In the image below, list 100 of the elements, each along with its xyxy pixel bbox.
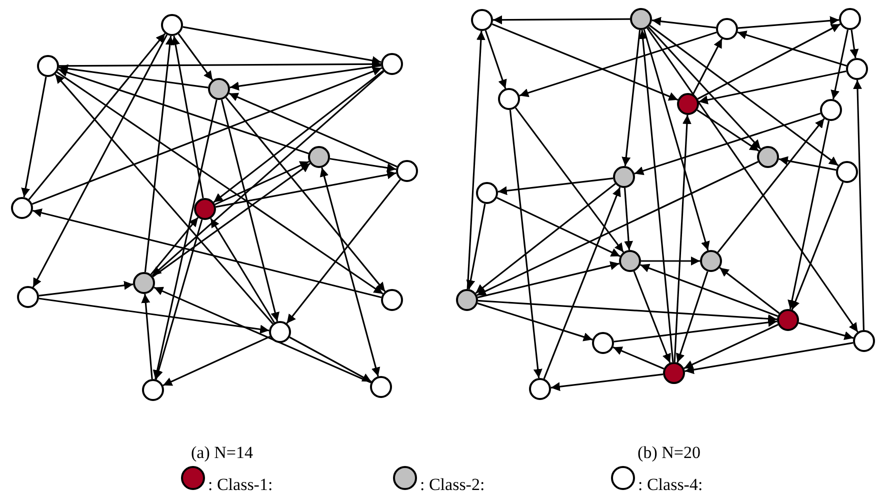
graph-node (716, 18, 738, 40)
arrow (850, 30, 859, 58)
arrow (737, 30, 847, 67)
arrow (798, 322, 854, 340)
arrow (210, 218, 275, 324)
arrow (496, 197, 620, 257)
arrow (182, 26, 382, 65)
graph-node (381, 289, 403, 311)
arrow (696, 109, 760, 152)
graph-node (194, 198, 216, 220)
legend-label: : Class-2: (420, 476, 485, 493)
arrow (478, 300, 778, 324)
arrow (648, 26, 762, 150)
graph-node (592, 332, 614, 354)
arrow (719, 267, 780, 314)
arrow (330, 158, 396, 172)
arrow (230, 64, 382, 91)
arrow (697, 23, 841, 100)
arrow (612, 346, 664, 370)
arrow (58, 64, 208, 88)
arrow (853, 80, 865, 330)
arrow (543, 186, 621, 380)
arrow (144, 36, 174, 272)
arrow (216, 170, 396, 208)
graph-node (529, 378, 551, 400)
graph-node (663, 362, 685, 384)
arrow (475, 183, 616, 294)
graph-node (777, 309, 799, 331)
arrow (738, 16, 840, 29)
arrow (152, 70, 384, 276)
arrow (320, 167, 380, 377)
graph-node (613, 166, 635, 188)
graph-node (677, 93, 699, 115)
graph-node (630, 8, 652, 30)
graph-node (370, 376, 392, 398)
arrow (213, 70, 384, 203)
arrow (154, 219, 203, 380)
graph-node (839, 8, 861, 30)
graph-node (381, 53, 403, 75)
arrow (492, 23, 678, 101)
graph-node (846, 58, 868, 80)
subfigure-caption: (a) N=14 (191, 444, 253, 461)
arrow (638, 30, 674, 362)
arrow (152, 162, 311, 278)
graph-node (619, 250, 641, 272)
arrow (152, 100, 218, 380)
arrow (38, 280, 134, 296)
arrow (54, 74, 274, 324)
arrow (32, 208, 382, 298)
arrow (214, 160, 310, 206)
arrow (154, 286, 372, 384)
arrow (171, 36, 204, 198)
arrow (614, 318, 778, 342)
arrow (640, 264, 778, 317)
arrow (791, 182, 844, 310)
arrow (778, 156, 836, 171)
graph-node (836, 161, 858, 183)
arrow (633, 270, 671, 364)
arrow (830, 30, 849, 100)
graph-node (161, 14, 183, 36)
arrow (178, 33, 214, 81)
graph-node (471, 9, 493, 31)
arrow (466, 204, 486, 290)
arrow (477, 302, 593, 342)
arrow (59, 60, 381, 69)
arrow (493, 15, 630, 24)
arrow (652, 16, 716, 29)
graph-node (476, 182, 498, 204)
arrow (634, 112, 821, 176)
arrow (641, 256, 700, 266)
arrow (476, 161, 758, 296)
arrow (32, 34, 168, 288)
legend-label: : Class-4: (638, 476, 703, 493)
legend-label: : Class-1: (208, 476, 273, 493)
graph-node (820, 99, 842, 121)
arrow (56, 72, 384, 294)
graph-node (17, 286, 39, 308)
arrow (788, 120, 830, 310)
arrow (498, 177, 614, 196)
graph-node (142, 379, 164, 401)
arrow (484, 30, 507, 89)
arrow (519, 32, 717, 98)
graph-node (456, 289, 478, 311)
arrow (32, 67, 382, 205)
graph-node (757, 146, 779, 168)
graph-node (498, 88, 520, 110)
arrow (622, 30, 641, 166)
graph-node (396, 160, 418, 182)
arrow (643, 29, 710, 251)
arrow (649, 24, 839, 166)
arrow (550, 374, 664, 392)
graph-node (208, 78, 230, 100)
arrow (466, 30, 486, 290)
arrow (717, 118, 825, 253)
graph-node (269, 321, 291, 343)
arrow (141, 294, 153, 380)
arrow (58, 68, 309, 154)
arrow (624, 188, 634, 250)
arrow (286, 179, 401, 324)
arrow (684, 342, 854, 374)
